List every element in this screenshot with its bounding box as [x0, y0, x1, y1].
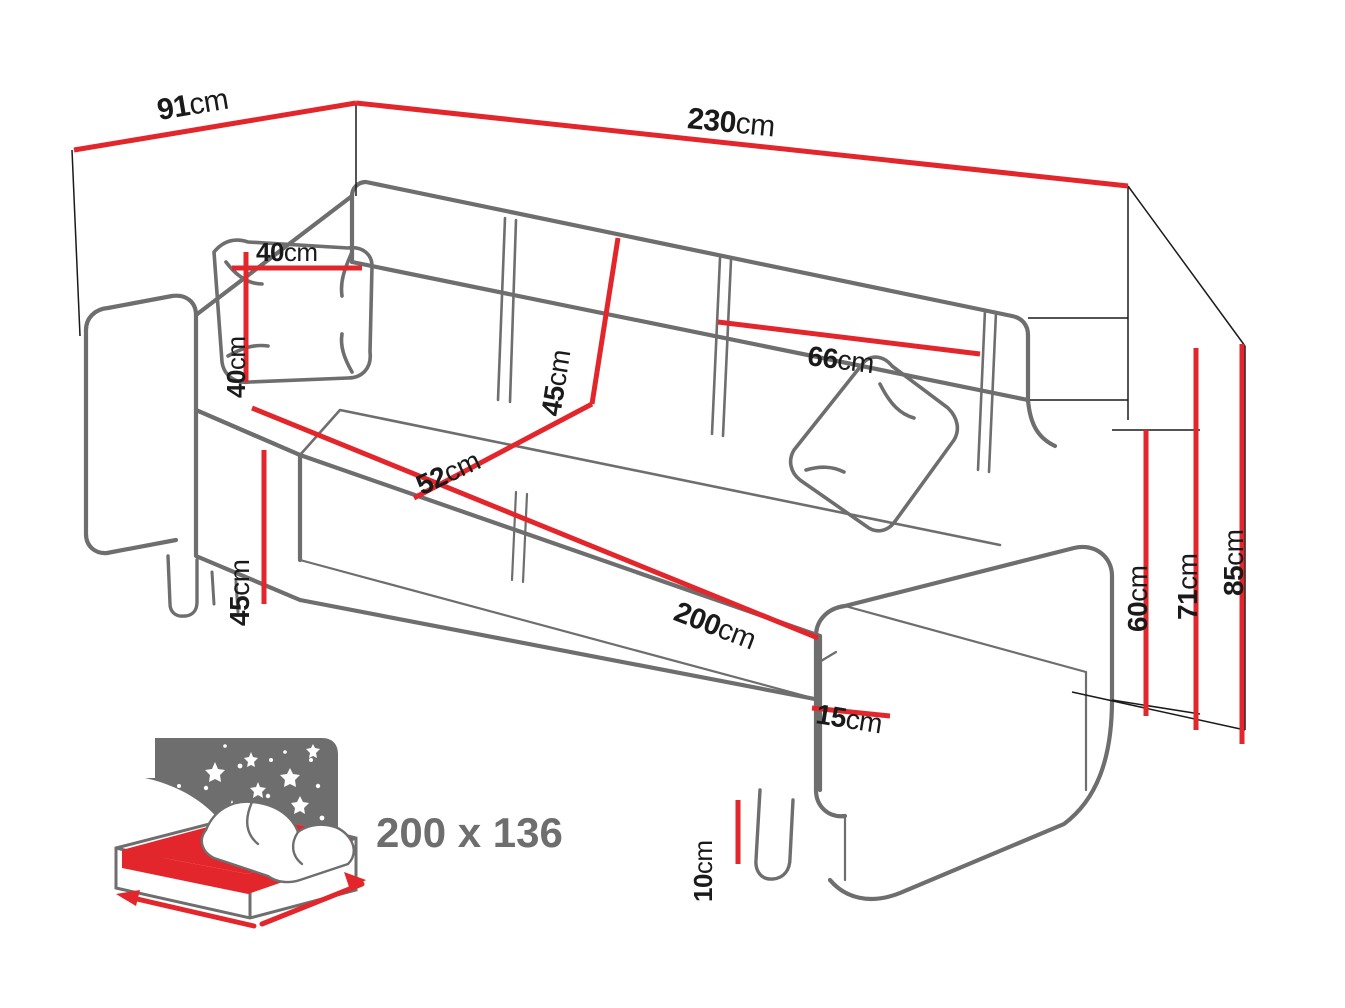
bed-arrow-heads — [116, 872, 366, 906]
bed-size-label: 200 x 136 — [376, 812, 563, 854]
decorative-pillow-right — [788, 355, 960, 533]
bed-size-arrows — [121, 881, 365, 929]
dimline-backrest-height — [589, 237, 621, 405]
label-cushion-width-value: 40 — [256, 237, 284, 267]
label-cushion-width-unit: cm — [283, 237, 318, 267]
dimline-width-total — [355, 100, 1129, 189]
bed-size-value: 200 x 136 — [376, 809, 563, 856]
dimline-sleeping-width — [251, 405, 819, 641]
dimline-seat-depth — [412, 401, 594, 501]
dimline-seat-module-width — [717, 319, 981, 357]
dimline-armrest-width — [811, 705, 891, 719]
dimline-depth-total — [73, 100, 357, 153]
bed-bedding — [200, 800, 355, 884]
label-cushion-width: 40cm — [256, 239, 318, 265]
